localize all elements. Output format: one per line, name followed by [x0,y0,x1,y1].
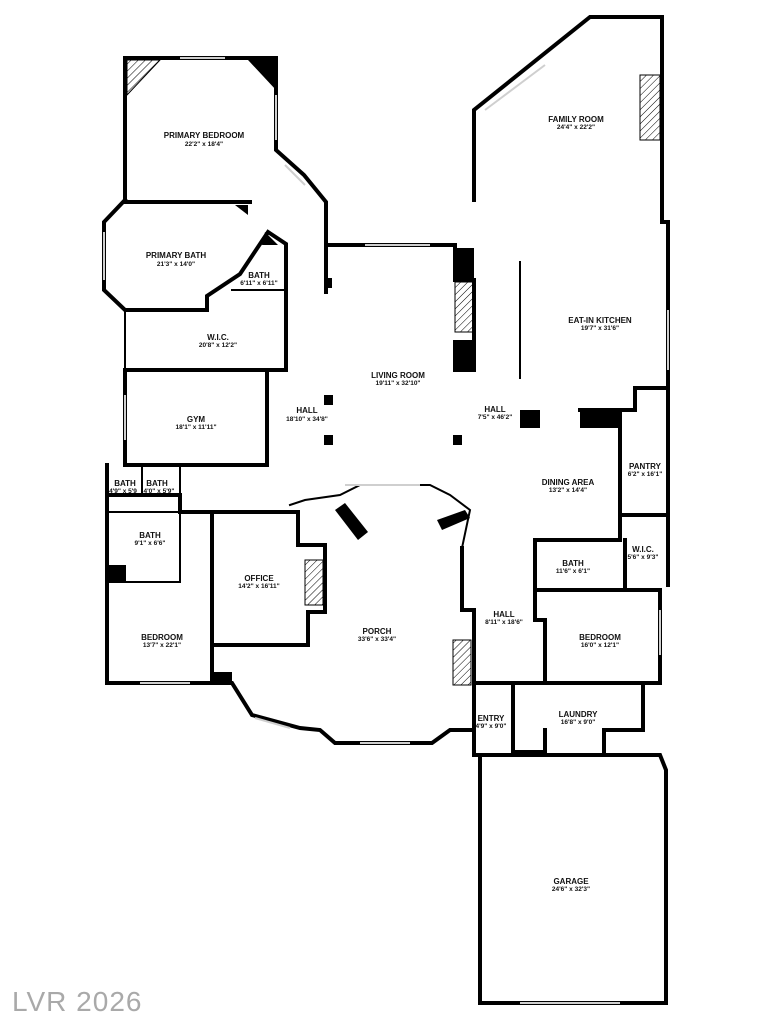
room-dims: 16'0" x 12'1" [581,642,619,649]
room-name: BATH [114,479,136,488]
column [580,410,620,428]
primary-bedroom-walls [123,56,328,294]
room-name: BATH [562,559,584,568]
column [335,503,368,540]
column [108,565,126,583]
office-walls [210,510,327,647]
room-dims: 24'6" x 32'3" [552,886,590,893]
room-name: GARAGE [553,877,589,886]
column [520,410,540,428]
room-dims: 24'4" x 22'2" [557,124,595,131]
room-dims: 13'7" x 22'1" [143,642,181,649]
room-dims: 4'0" x 5'9" [144,488,175,495]
room-dims: 5'6" x 9'3" [628,554,659,561]
column [437,510,470,530]
room-name: LAUNDRY [559,710,598,719]
room-name: PANTRY [629,462,662,471]
room-dims: 9'1" x 6'6" [135,540,166,547]
fireplace [452,639,472,686]
corner-fireplace [126,59,162,97]
room-name: PRIMARY BATH [146,251,207,260]
column [262,232,278,245]
room-dims: 16'8" x 9'0" [561,719,596,726]
columns [108,60,620,684]
column [248,60,276,90]
fireplace [304,559,324,606]
room-labels: PRIMARY BEDROOM 22'2" x 18'4" FAMILY ROO… [109,115,662,893]
room-name: ENTRY [478,714,505,723]
room-name: GYM [187,415,206,424]
room-name: W.I.C. [632,545,654,554]
room-name: BATH [139,531,161,540]
room-dims: 22'2" x 18'4" [185,141,223,148]
room-name: HALL [493,610,514,619]
fireplace [454,281,475,333]
room-name: BATH [146,479,168,488]
room-dims: 19'11" x 32'10" [375,380,420,387]
porch-walls [210,681,474,745]
room-dims: 6'11" x 6'11" [240,280,277,287]
room-dims: 21'3" x 14'0" [157,261,195,268]
column [324,278,332,288]
room-dims: 6'2" x 16'1" [628,471,663,478]
room-dims: 13'2" x 14'4" [549,487,587,494]
window [284,164,306,186]
room-dims: 7'5" x 46'2" [478,414,513,421]
window [254,717,291,729]
walls [102,15,670,1005]
room-name: W.I.C. [207,333,229,342]
room-dims: 18'10" x 34'8" [286,416,328,423]
room-dims: 18'1" x 11'11" [175,424,216,431]
bath-4-walls [106,464,181,583]
room-dims: 11'6" x 6'1" [556,568,590,575]
hall-3-walls [460,546,645,757]
column [235,205,248,215]
column [324,395,333,405]
room-dims: 4'9" x 9'0" [476,723,507,730]
column [212,672,232,684]
room-dims: 33'6" x 33'4" [358,636,396,643]
room-dims: 20'8" x 12'2" [199,342,237,349]
pantry-walls [533,386,670,587]
room-dims: 8'11" x 18'6" [485,619,523,626]
room-dims: 14'2" x 16'11" [238,583,279,590]
room-name: BEDROOM [579,633,621,642]
windows [103,57,669,1004]
room-name: OFFICE [244,574,274,583]
fireplace [639,74,661,141]
fireplace-surround [453,340,474,372]
window [484,64,546,111]
living-room-walls [324,243,476,372]
fireplace-surround [453,248,474,282]
room-name: BATH [248,271,270,280]
room-name: HALL [296,406,317,415]
room-dims: 4'9" x 5'9 [109,488,137,495]
fireplaces [126,59,661,686]
room-name: HALL [484,405,505,414]
column [324,435,333,445]
garage-walls [472,753,668,1005]
room-name: LIVING ROOM [371,371,425,380]
room-name: PRIMARY BEDROOM [164,131,245,140]
room-name: FAMILY ROOM [548,115,604,124]
room-name: EAT-IN KITCHEN [568,316,632,325]
column [453,435,462,445]
room-name: DINING AREA [542,478,595,487]
porch-bay [288,484,472,550]
family-room-walls [472,15,670,412]
room-name: BEDROOM [141,633,183,642]
room-name: PORCH [363,627,392,636]
room-dims: 19'7" x 31'6" [581,325,619,332]
watermark: LVR 2026 [12,986,143,1017]
